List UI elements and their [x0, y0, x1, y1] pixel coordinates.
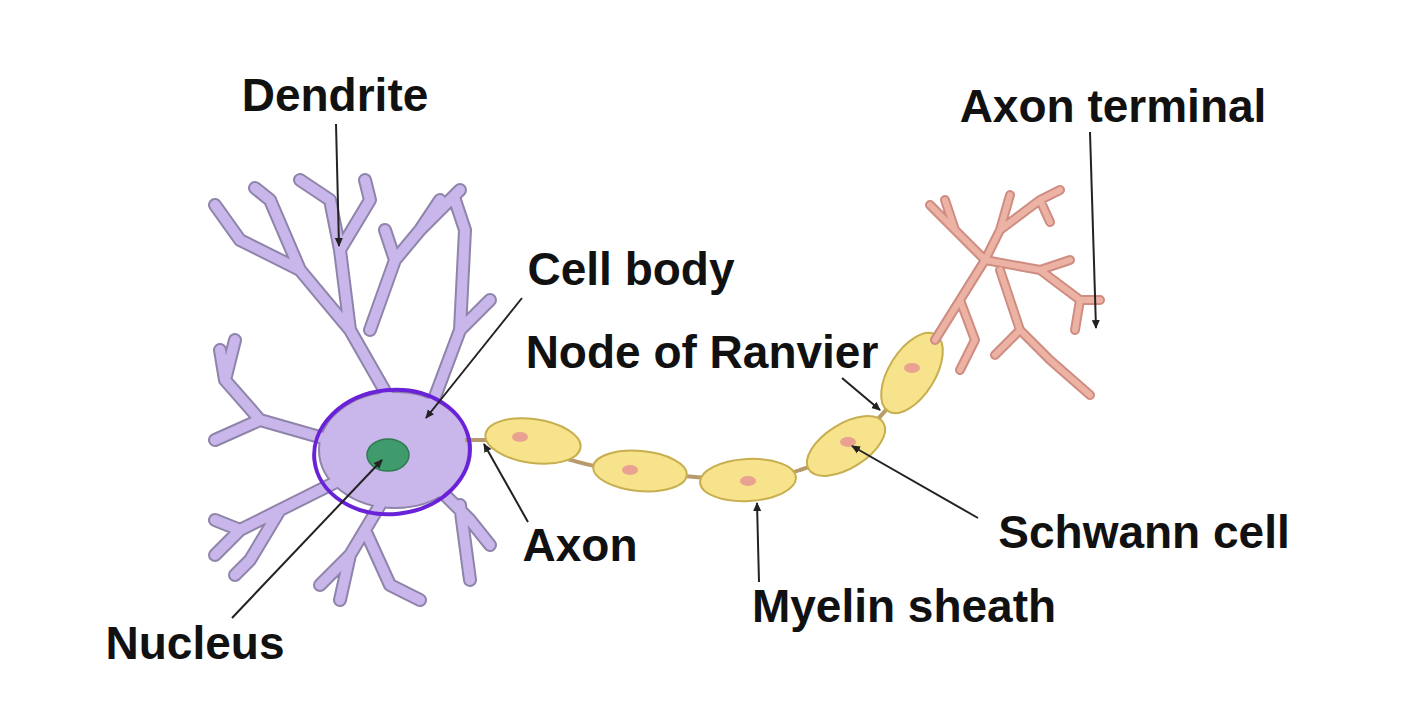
cell-body-fill — [325, 398, 465, 502]
axon-terminal-branches — [930, 190, 1100, 395]
part-label: Myelin sheath — [752, 581, 1056, 632]
nucleus-shape — [367, 439, 409, 471]
part-label: Cell body — [527, 244, 734, 295]
leader-lines — [232, 124, 1096, 618]
part-label: Node of Ranvier — [526, 327, 879, 378]
part-label: Dendrite — [242, 70, 429, 121]
part-label: Nucleus — [106, 618, 285, 669]
schwann-nuclei — [512, 363, 920, 486]
part-label: Axon terminal — [960, 81, 1267, 132]
part-label: Schwann cell — [998, 507, 1289, 558]
myelin-sheath — [482, 323, 955, 504]
highlight-ring — [308, 382, 476, 522]
part-label: Axon — [523, 520, 638, 571]
